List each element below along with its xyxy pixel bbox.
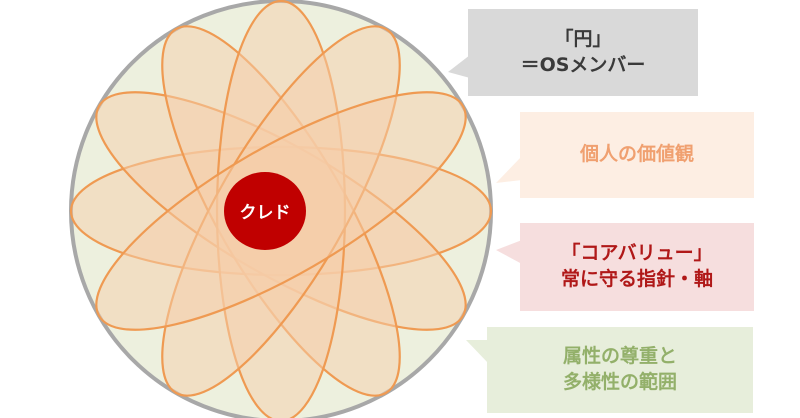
callout-diversity: 属性の尊重と 多様性の範囲 <box>487 327 753 413</box>
callout-pointer-core <box>496 240 522 264</box>
callout-circle-line-1: 「円」 <box>554 27 612 50</box>
center-label: クレド <box>240 203 291 223</box>
callout-circle-members: 「円」 ＝OSメンバー <box>468 9 698 96</box>
callout-core-value: 「コアバリュー」 常に守る指針・軸 <box>520 223 754 311</box>
callout-ground-line-2: 多様性の範囲 <box>562 371 677 393</box>
callout-petals-line-1: 個人の価値観 <box>579 143 694 166</box>
callout-pointer-circle <box>448 55 470 78</box>
callout-core-line-2: 常に守る指針・軸 <box>560 268 713 290</box>
callout-pointer-petals <box>496 156 522 183</box>
callout-pointer-ground <box>466 340 489 364</box>
center-ellipse <box>224 172 306 250</box>
callout-circle-line-2: ＝OSメンバー <box>520 53 646 76</box>
callout-personal-values: 個人の価値観 <box>520 112 754 198</box>
callout-ground-line-1: 属性の尊重と <box>562 345 677 368</box>
callout-core-line-1: 「コアバリュー」 <box>561 242 713 265</box>
